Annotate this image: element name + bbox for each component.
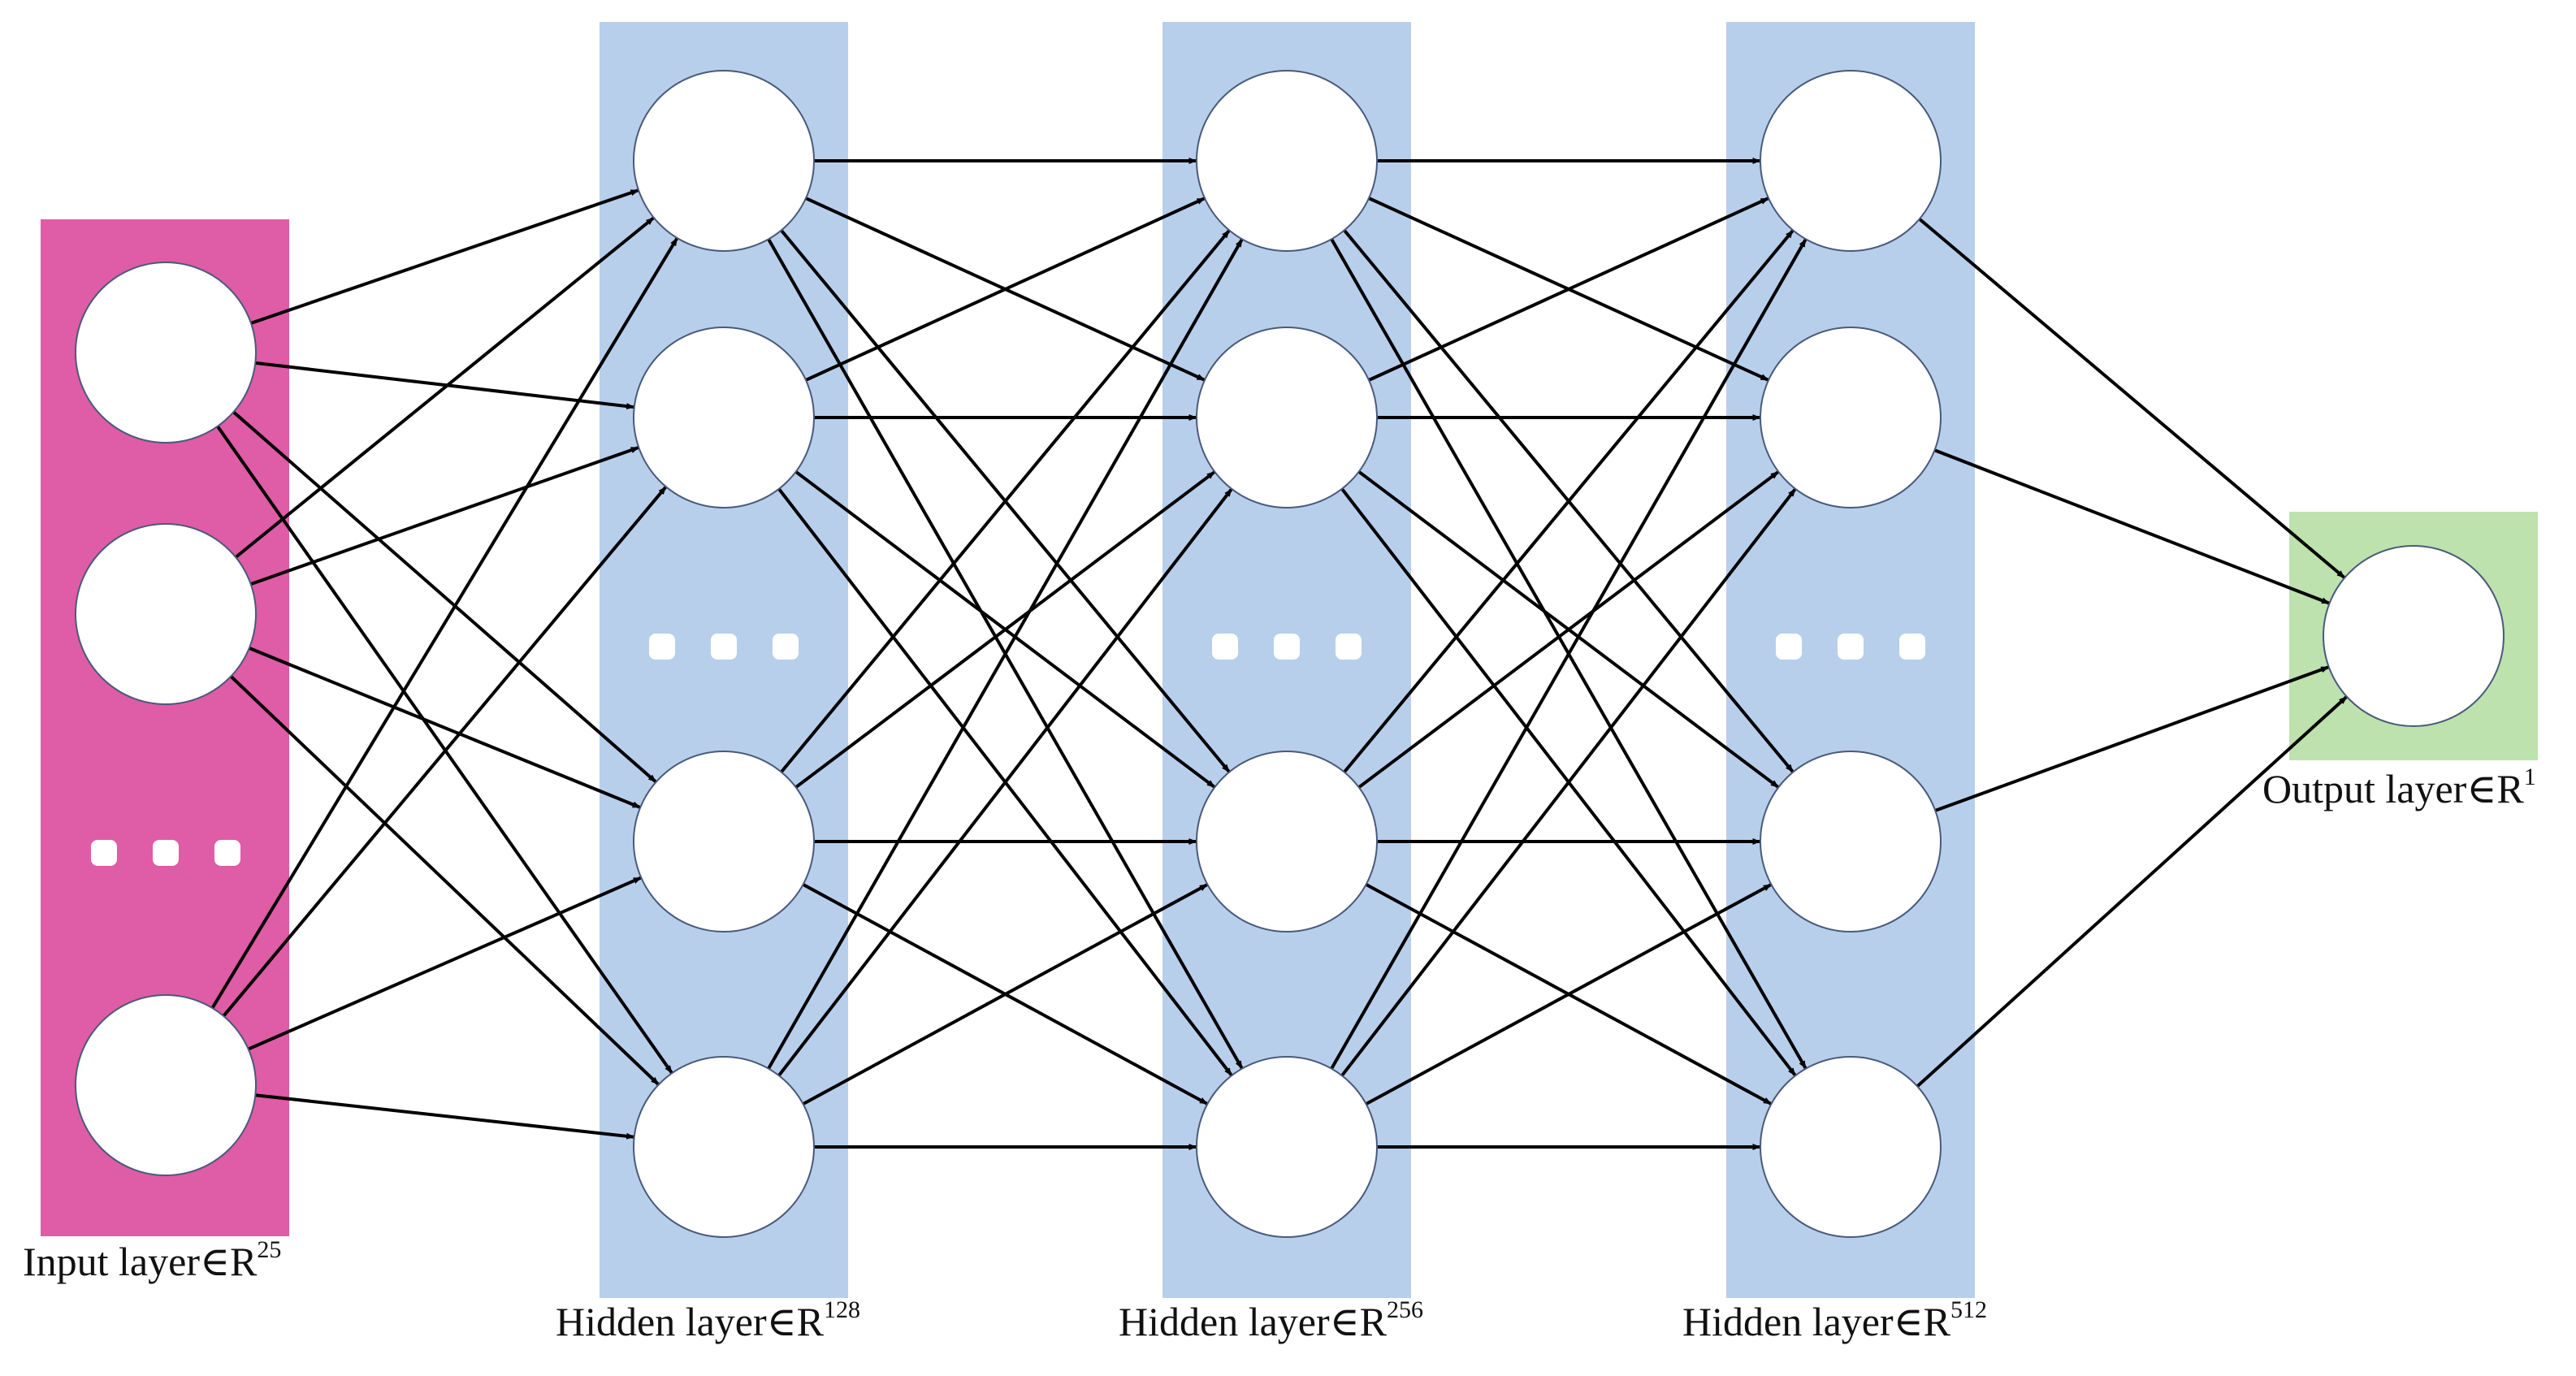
connection-edges [210, 158, 2349, 1150]
neurons [75, 70, 2505, 1238]
ellipsis-dot [1838, 634, 1864, 660]
layer-dimension: 128 [824, 1296, 860, 1323]
edge-input-2-to-hidden1-0 [210, 236, 679, 1010]
ellipsis-icon-input [91, 840, 240, 866]
layer-dimension: 1 [2523, 764, 2536, 790]
layer-label-input: Input layer∈R25 [23, 1238, 281, 1284]
edge-hidden3-1-to-output-0 [1933, 448, 2331, 605]
neuron-input-0 [75, 262, 257, 444]
ellipsis-markers [91, 634, 1925, 866]
edge-input-2-to-hidden1-1 [222, 485, 668, 1018]
edge-input-1-to-hidden1-2 [249, 647, 641, 809]
layer-label-output: Output layer∈R1 [2262, 765, 2536, 811]
neuron-hidden1-1 [633, 327, 815, 508]
layer-label-text: Hidden layer [556, 1299, 767, 1344]
edge-hidden3-0-to-output-0 [1918, 218, 2346, 579]
layer-label-hidden-3: Hidden layer∈R512 [1682, 1298, 1987, 1344]
edge-hidden2-3-to-hidden3-0 [1330, 238, 1808, 1070]
edge-hidden2-1-to-hidden3-0 [1368, 197, 1769, 382]
layer-label-text: Output layer [2262, 766, 2467, 811]
neuron-hidden1-0 [633, 70, 815, 252]
edge-input-0-to-hidden1-2 [232, 410, 657, 784]
neuron-input-2 [75, 994, 257, 1176]
edge-hidden2-3-to-hidden3-1 [1340, 487, 1797, 1077]
edge-hidden1-1-to-hidden2-0 [805, 197, 1206, 382]
ellipsis-dot [1776, 634, 1802, 660]
layer-label-text: Input layer [23, 1239, 200, 1284]
layer-dimension: 25 [257, 1236, 282, 1263]
edge-input-0-to-hidden1-0 [250, 188, 639, 325]
neuron-hidden2-0 [1196, 70, 1378, 252]
real-space-symbol: R [229, 1239, 258, 1284]
neuron-hidden3-1 [1760, 327, 1942, 508]
edge-hidden2-2-to-hidden3-0 [1343, 229, 1795, 773]
ellipsis-dot [711, 634, 737, 660]
ellipsis-dot [1336, 634, 1362, 660]
neuron-hidden2-1 [1196, 327, 1378, 508]
edge-hidden3-3-to-output-0 [1916, 695, 2349, 1088]
real-space-symbol: R [796, 1299, 824, 1344]
ellipsis-dot [773, 634, 799, 660]
neuron-hidden2-3 [1196, 1056, 1378, 1238]
ellipsis-icon-hidden1 [649, 634, 799, 660]
real-space-symbol: R [2496, 766, 2524, 811]
edge-hidden2-3-to-hidden3-2 [1365, 883, 1773, 1106]
layer-dimension: 256 [1387, 1296, 1423, 1323]
element-of-symbol: ∈ [766, 1299, 797, 1344]
edge-input-1-to-hidden1-0 [234, 216, 656, 559]
neuron-hidden1-2 [633, 751, 815, 932]
layer-label-hidden-1: Hidden layer∈R128 [556, 1298, 860, 1344]
edge-hidden1-3-to-hidden2-2 [802, 883, 1209, 1106]
edge-input-2-to-hidden1-2 [247, 876, 643, 1051]
edge-input-1-to-hidden1-1 [250, 446, 639, 586]
edge-input-0-to-hidden1-1 [255, 361, 635, 410]
layer-label-text: Hidden layer [1682, 1299, 1894, 1344]
ellipsis-icon-hidden2 [1212, 634, 1362, 660]
ellipsis-icon-hidden3 [1776, 634, 1925, 660]
layer-dimension: 512 [1950, 1296, 1987, 1323]
edge-input-2-to-hidden1-3 [255, 1093, 635, 1140]
real-space-symbol: R [1359, 1299, 1387, 1344]
edge-input-1-to-hidden1-3 [229, 675, 660, 1086]
edge-hidden1-2-to-hidden2-0 [780, 229, 1231, 773]
element-of-symbol: ∈ [1329, 1299, 1360, 1344]
layer-label-text: Hidden layer [1119, 1299, 1330, 1344]
element-of-symbol: ∈ [1893, 1299, 1924, 1344]
neuron-hidden2-2 [1196, 751, 1378, 932]
ellipsis-dot [1899, 634, 1925, 660]
element-of-symbol: ∈ [2466, 766, 2497, 811]
edge-hidden2-2-to-hidden3-1 [1357, 470, 1780, 789]
edge-hidden3-2-to-output-0 [1934, 665, 2330, 812]
edge-hidden1-2-to-hidden2-1 [794, 470, 1216, 789]
neuron-hidden1-3 [633, 1056, 815, 1238]
neuron-hidden3-3 [1760, 1056, 1942, 1238]
neuron-hidden3-2 [1760, 751, 1942, 932]
ellipsis-dot [649, 634, 675, 660]
neuron-input-1 [75, 523, 257, 705]
edge-hidden1-3-to-hidden2-0 [767, 238, 1244, 1070]
neuron-output-0 [2323, 545, 2505, 727]
layer-label-hidden-2: Hidden layer∈R256 [1119, 1298, 1423, 1344]
element-of-symbol: ∈ [199, 1239, 230, 1284]
ellipsis-dot [153, 840, 179, 866]
ellipsis-dot [1212, 634, 1238, 660]
real-space-symbol: R [1923, 1299, 1950, 1344]
ellipsis-dot [91, 840, 117, 866]
ellipsis-dot [214, 840, 240, 866]
ellipsis-dot [1274, 634, 1300, 660]
neuron-hidden3-0 [1760, 70, 1942, 252]
edge-hidden1-3-to-hidden2-1 [777, 487, 1233, 1077]
